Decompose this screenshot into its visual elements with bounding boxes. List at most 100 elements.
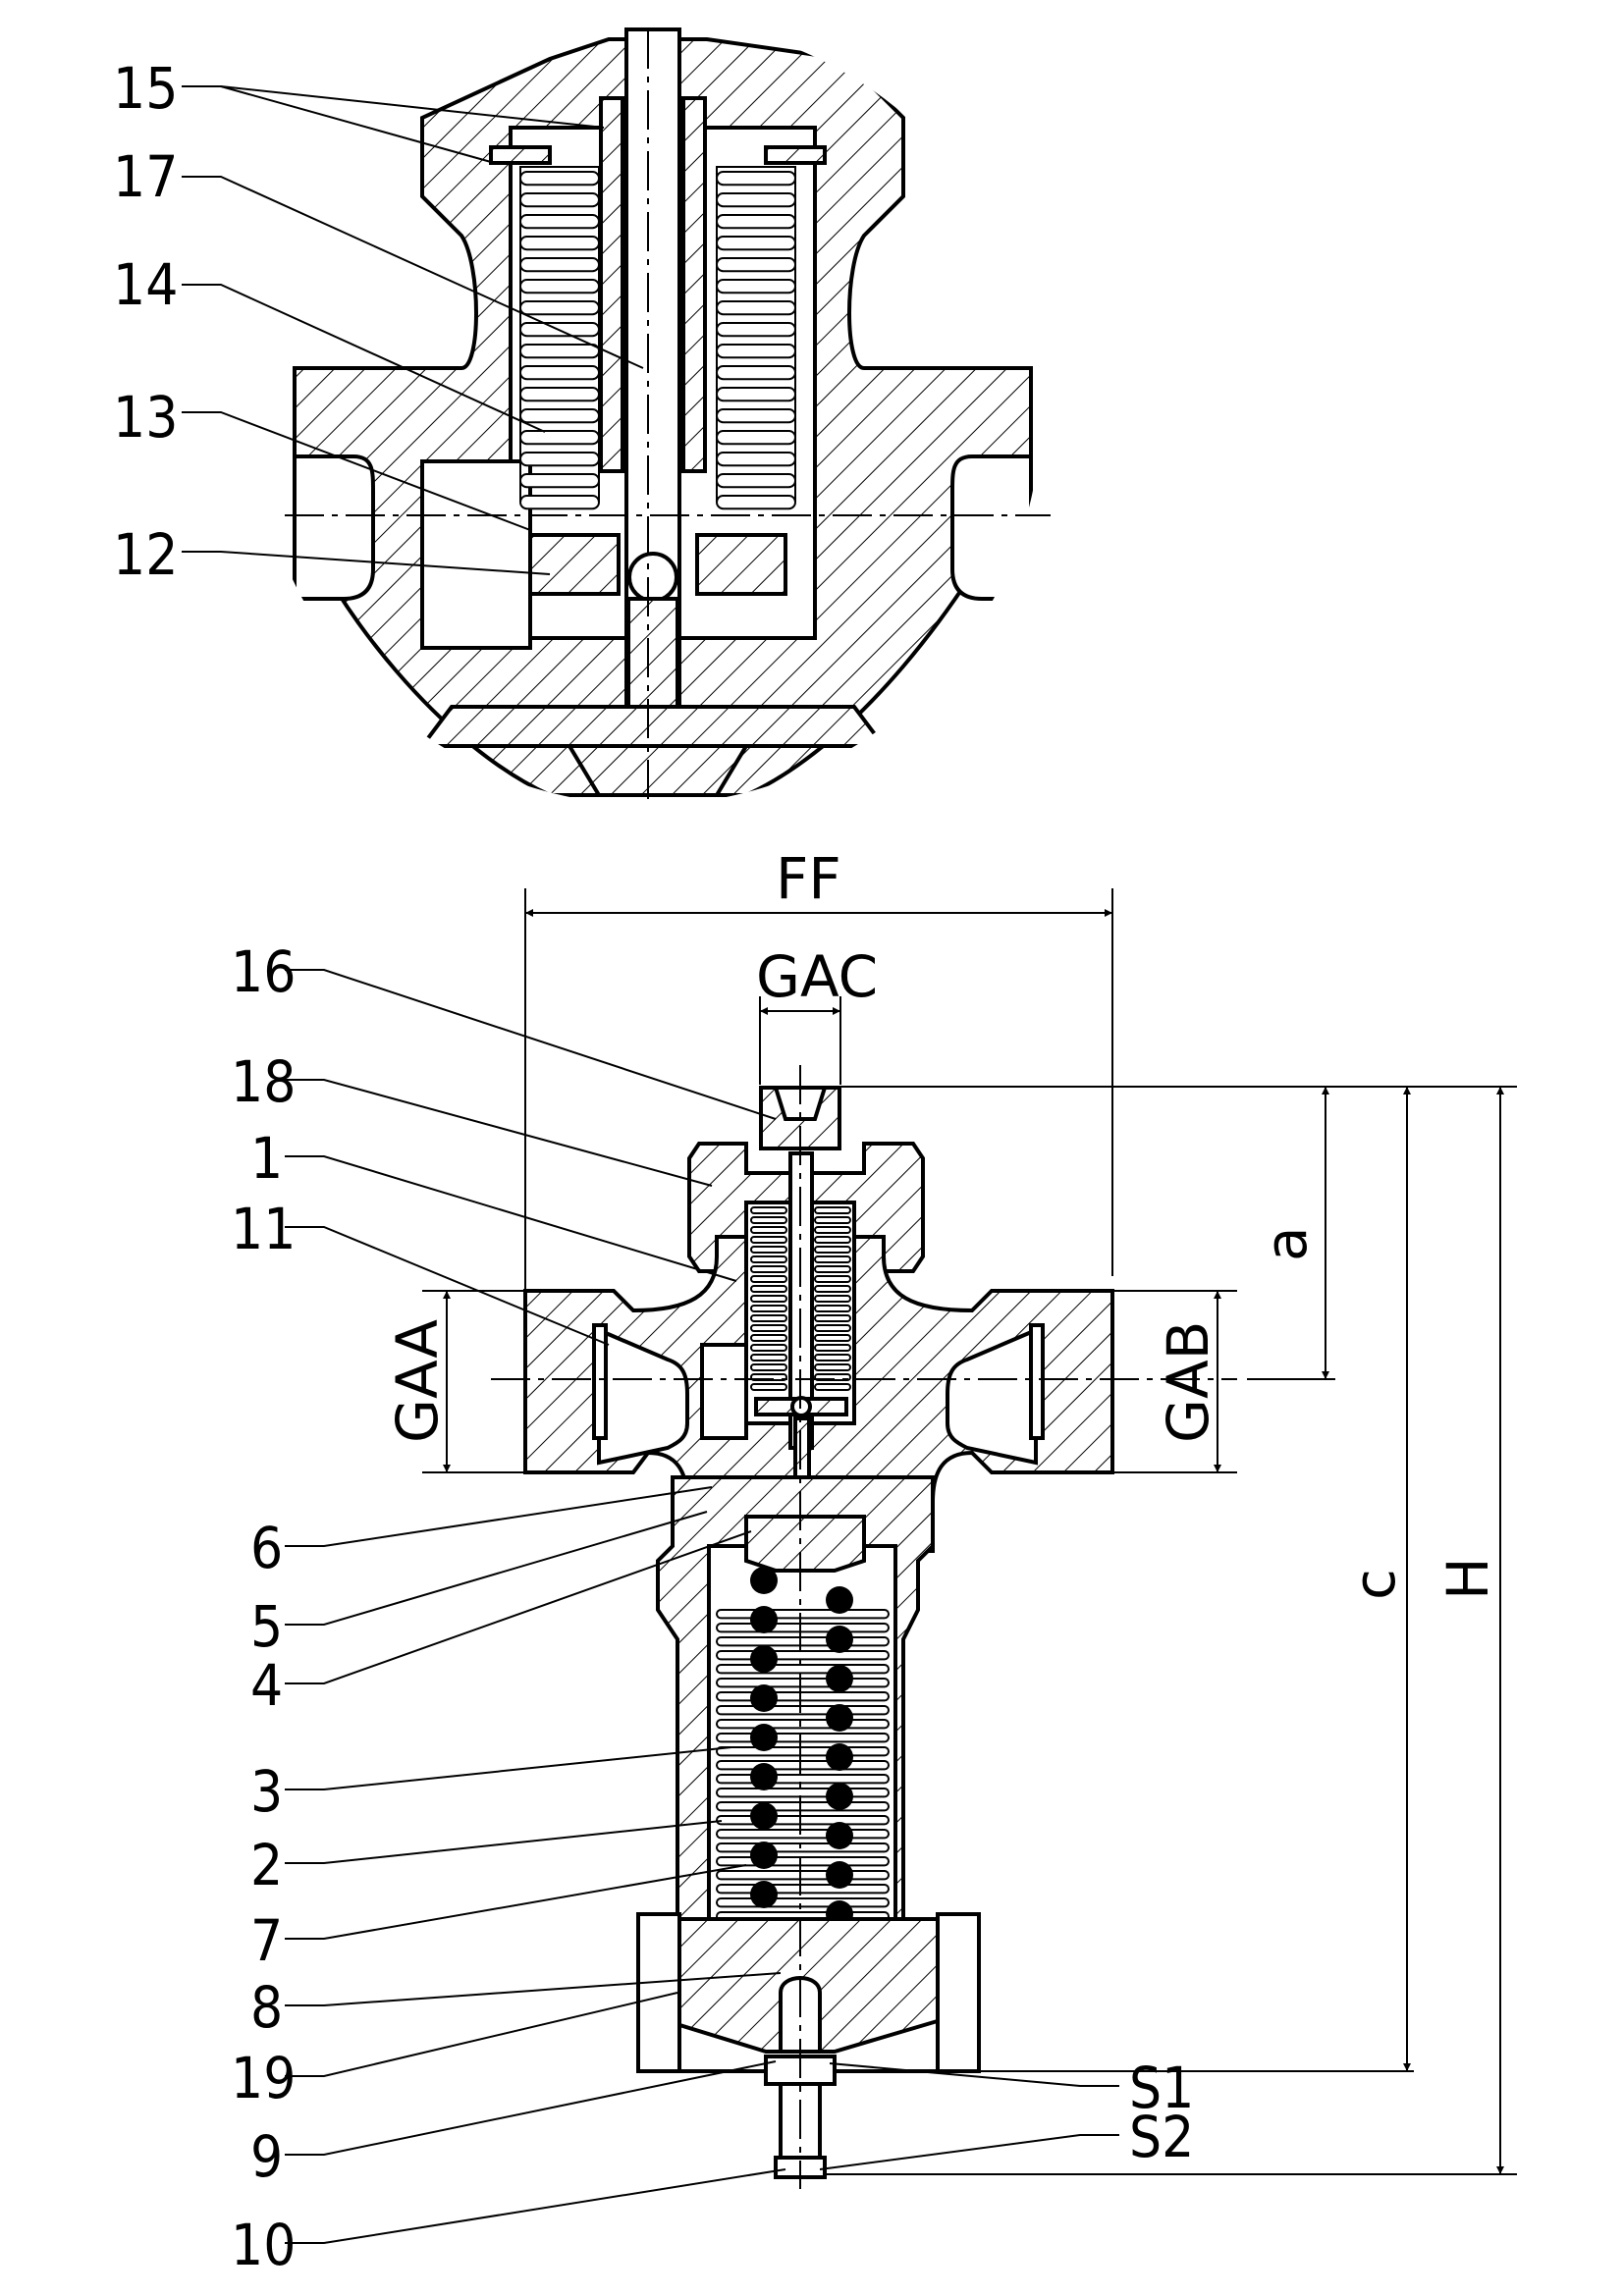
bellows-fold xyxy=(519,214,600,230)
valve-body-main xyxy=(523,1086,1114,2179)
label-17: 17 xyxy=(113,143,178,210)
spring-coil xyxy=(750,1763,778,1790)
bellows-fold xyxy=(814,1265,851,1273)
diaphragm-plate xyxy=(566,744,750,797)
bellows-fold xyxy=(716,322,796,338)
detail-leaders xyxy=(182,85,644,575)
dimension-gab: GAB xyxy=(1112,1290,1237,1473)
bellows-fold xyxy=(814,1285,851,1293)
spring-coil xyxy=(750,1645,778,1673)
bellows-fold xyxy=(716,192,796,208)
bellows-fold xyxy=(716,1801,890,1812)
bellows-fold xyxy=(750,1344,787,1352)
bellows-fold xyxy=(519,192,600,208)
inlet-oring xyxy=(592,1323,608,1440)
bellows-fold xyxy=(750,1334,787,1342)
dim-label-gab: GAB xyxy=(1155,1321,1221,1443)
bellows-fold xyxy=(716,236,796,251)
bolt-right xyxy=(936,1912,981,2073)
spring-coil xyxy=(826,1665,853,1692)
bellows-fold xyxy=(750,1216,787,1224)
bellows-fold xyxy=(716,1870,890,1881)
bellows-fold xyxy=(814,1314,851,1322)
label-11: 11 xyxy=(231,1196,296,1262)
spring-coil xyxy=(826,1783,853,1810)
gasket-left xyxy=(489,145,552,165)
bellows-fold xyxy=(750,1255,787,1263)
bellows-fold xyxy=(716,1815,890,1826)
bellows-fold xyxy=(750,1226,787,1234)
stem-sleeve-right xyxy=(681,96,707,473)
dim-label-a: a xyxy=(1253,1226,1320,1261)
bellows-fold xyxy=(716,408,796,424)
bellows-fold xyxy=(814,1216,851,1224)
bellows-fold xyxy=(750,1354,787,1362)
bellows-fold xyxy=(519,300,600,316)
dim-label-h: H xyxy=(1434,1557,1501,1600)
bellows-fold xyxy=(750,1324,787,1332)
bellows-fold xyxy=(750,1285,787,1293)
label-13: 13 xyxy=(113,384,178,451)
label-s1: S1 xyxy=(1129,2055,1194,2121)
lower-plate xyxy=(418,705,888,748)
detail-labels: 15 17 14 13 12 xyxy=(113,55,178,588)
spring-coil xyxy=(826,1704,853,1732)
bellows-fold xyxy=(814,1275,851,1283)
dimension-c: c xyxy=(844,1087,1414,2072)
spring-coil xyxy=(750,1684,778,1712)
label-2: 2 xyxy=(250,1832,283,1898)
bellows-fold xyxy=(519,473,600,489)
bellows-fold xyxy=(814,1255,851,1263)
bellows-fold xyxy=(814,1363,851,1371)
label-14: 14 xyxy=(113,251,178,318)
bellows-fold xyxy=(716,1609,890,1620)
bellows-fold xyxy=(716,171,796,187)
bellows-fold xyxy=(716,1719,890,1730)
bolt-left xyxy=(636,1912,681,2073)
left-bore xyxy=(420,459,532,650)
dim-label-c: c xyxy=(1341,1569,1408,1600)
right-port xyxy=(950,454,1033,601)
bellows-fold xyxy=(519,408,600,424)
dim-label-gaa: GAA xyxy=(384,1319,451,1443)
bellows-fold xyxy=(716,452,796,467)
label-15: 15 xyxy=(113,55,178,122)
bellows-fold xyxy=(750,1363,787,1371)
bellows-fold xyxy=(716,1884,890,1895)
bellows-fold xyxy=(716,1788,890,1798)
bellows-fold xyxy=(814,1206,851,1214)
bellows-fold xyxy=(716,495,796,510)
bellows-fold xyxy=(519,452,600,467)
label-4: 4 xyxy=(250,1652,283,1719)
bellows-fold xyxy=(519,495,600,510)
bellows-fold xyxy=(716,1829,890,1840)
bellows-fold xyxy=(716,1705,890,1716)
spring-coil xyxy=(750,1842,778,1869)
label-9: 9 xyxy=(250,2123,283,2190)
bellows-fold xyxy=(716,1678,890,1688)
seat-right xyxy=(805,1397,848,1416)
label-19: 19 xyxy=(231,2045,296,2111)
bellows-fold xyxy=(814,1246,851,1254)
detail-view xyxy=(293,27,1033,797)
bellows-fold xyxy=(716,1842,890,1853)
spring-coil xyxy=(750,1567,778,1594)
bellows-fold xyxy=(716,387,796,402)
spring-coil xyxy=(750,1606,778,1633)
bellows-fold xyxy=(814,1226,851,1234)
spring-coil xyxy=(826,1586,853,1614)
label-16: 16 xyxy=(231,938,296,1005)
label-5: 5 xyxy=(250,1593,283,1660)
bellows-fold xyxy=(716,257,796,273)
bellows-fold xyxy=(750,1246,787,1254)
bellows-fold xyxy=(814,1383,851,1391)
bellows-fold xyxy=(750,1295,787,1303)
bellows-fold xyxy=(716,473,796,489)
bellows-fold xyxy=(519,430,600,446)
bellows-fold xyxy=(750,1314,787,1322)
dim-label-ff: FF xyxy=(776,845,841,912)
outlet-oring xyxy=(1029,1323,1045,1440)
bellows-fold xyxy=(519,344,600,359)
bellows-fold xyxy=(716,214,796,230)
